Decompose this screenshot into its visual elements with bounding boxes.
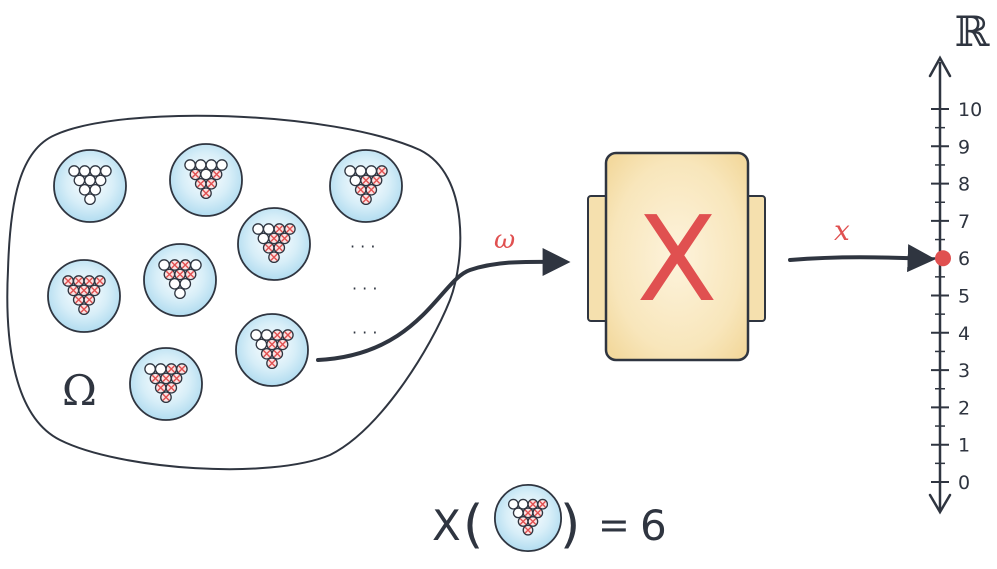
tick-label: 2 — [958, 397, 970, 419]
outcome-token — [329, 149, 403, 223]
equation-equals: = — [598, 503, 630, 547]
ellipsis-2: · · · — [352, 279, 377, 298]
real-line-top-arrow — [928, 55, 952, 78]
outcome-token — [129, 347, 203, 421]
real-line-label: ℝ — [955, 7, 991, 56]
outcome-token — [47, 259, 121, 333]
real-line-ticks: 0 1 2 3 4 5 6 7 8 9 10 — [931, 99, 982, 494]
tick-label: 1 — [958, 435, 970, 457]
equation-function: X — [432, 501, 461, 550]
tick-label: 9 — [958, 136, 970, 158]
outcome-token — [493, 483, 563, 553]
tick-label: 3 — [958, 360, 970, 382]
tick-label: 6 — [958, 248, 970, 270]
ellipsis-1: · · · — [350, 237, 375, 256]
outcome-token — [235, 313, 309, 387]
outcome-token — [143, 243, 217, 317]
tick-label: 10 — [958, 99, 982, 121]
omega-label: ω — [494, 225, 515, 255]
x-arrow — [788, 244, 936, 273]
outcome-token — [53, 149, 127, 223]
real-line-marked-point — [935, 250, 951, 267]
outcome-token — [169, 143, 243, 217]
equation-value: 6 — [640, 501, 667, 550]
outcome-tokens — [47, 143, 403, 421]
outcome-token — [237, 207, 311, 281]
function-box — [604, 151, 750, 362]
equation-close-paren: ) — [560, 495, 580, 555]
omega-arrow — [316, 247, 571, 362]
equation-outcome-token — [493, 483, 563, 553]
real-line-bottom-arrow — [928, 493, 952, 515]
sample-space-region — [6, 114, 462, 471]
tick-label: 8 — [958, 174, 970, 196]
tick-label: 7 — [958, 211, 970, 233]
x-label: x — [834, 214, 850, 247]
ellipsis-3: · · · — [352, 323, 377, 342]
tick-label: 4 — [958, 323, 970, 345]
tick-label: 0 — [958, 472, 970, 494]
function-label: X — [637, 190, 718, 328]
sample-space-label: Ω — [62, 366, 97, 415]
equation-open-paren: ( — [463, 495, 483, 555]
tick-label: 5 — [958, 286, 970, 308]
